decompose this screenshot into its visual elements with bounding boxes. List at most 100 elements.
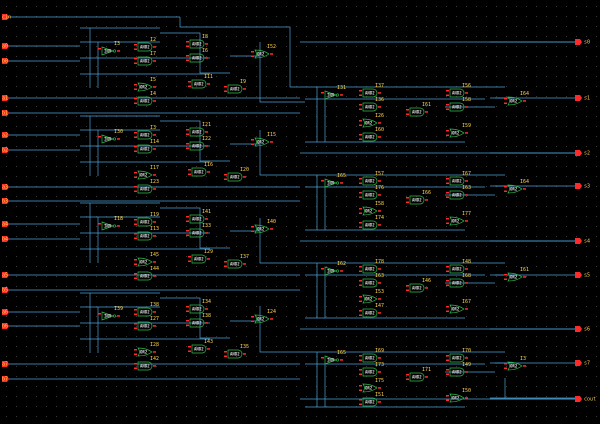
output-pin-s4[interactable]: s4 xyxy=(575,238,590,245)
input-pin-b2[interactable]: b2 xyxy=(2,147,9,154)
input-pin-b4[interactable]: b4 xyxy=(2,236,9,243)
input-pin-a1[interactable]: a1 xyxy=(2,95,9,102)
input-pin-a4[interactable]: a4 xyxy=(2,221,9,228)
input-pin-b7[interactable]: b7 xyxy=(2,376,9,383)
input-pin-cin[interactable]: cin xyxy=(2,14,11,21)
input-pin-a5[interactable]: a5 xyxy=(2,272,9,279)
input-pin-b0[interactable]: b0 xyxy=(2,58,9,65)
output-pin-cout[interactable]: cout xyxy=(575,396,596,403)
input-pin-a0[interactable]: a0 xyxy=(2,43,9,50)
input-pin-a3[interactable]: a3 xyxy=(2,184,9,191)
input-pin-b5[interactable]: b5 xyxy=(2,287,9,294)
input-pin-a2[interactable]: a2 xyxy=(2,132,9,139)
input-pin-b6[interactable]: b6 xyxy=(2,323,9,330)
output-pin-s0[interactable]: s0 xyxy=(575,39,590,46)
output-pin-s2[interactable]: s2 xyxy=(575,150,590,157)
output-pin-s1[interactable]: s1 xyxy=(575,95,590,102)
output-pin-s5[interactable]: s5 xyxy=(575,272,590,279)
input-pin-b1[interactable]: b1 xyxy=(2,110,9,117)
input-pin-b3[interactable]: b3 xyxy=(2,198,9,205)
output-pin-s6[interactable]: s6 xyxy=(575,326,590,333)
input-pin-a6[interactable]: a6 xyxy=(2,309,9,316)
output-pin-s7[interactable]: s7 xyxy=(575,360,590,367)
